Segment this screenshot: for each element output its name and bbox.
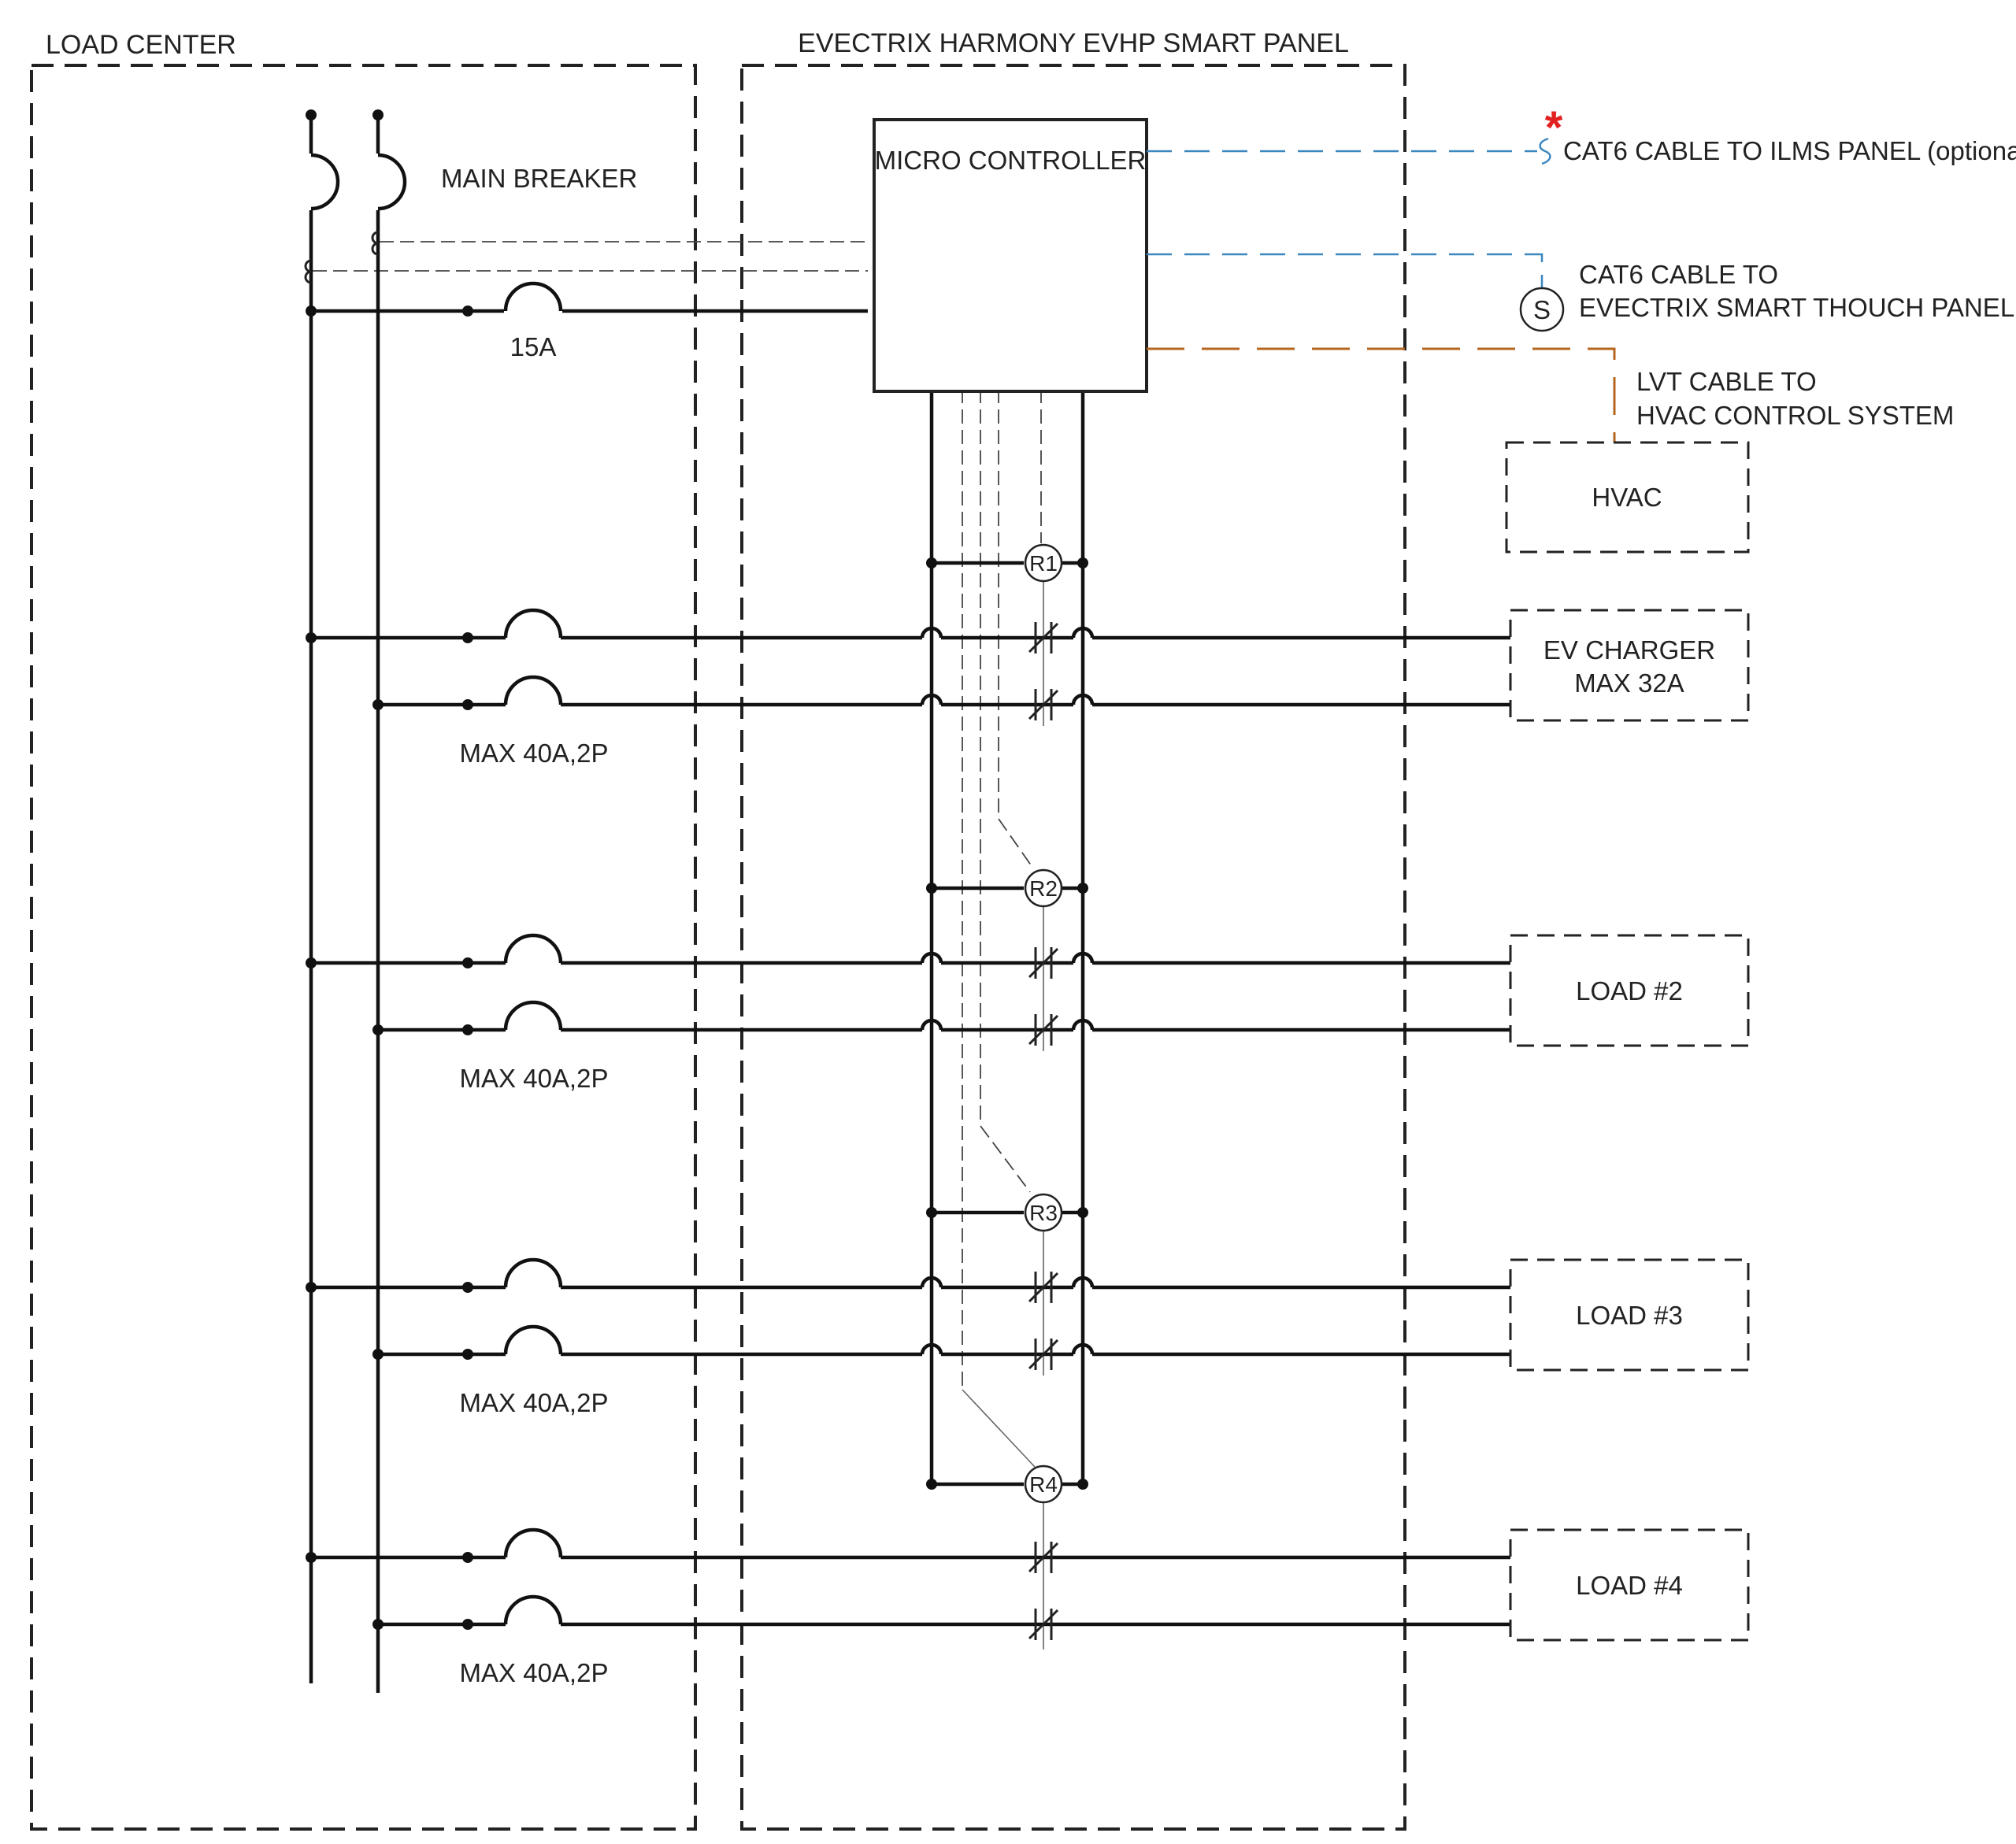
branch-breaker-label: MAX 40A,2P	[460, 1064, 609, 1093]
relay-r1-label: R1	[1029, 551, 1058, 576]
hvac-box: HVAC	[1505, 441, 1750, 554]
breaker-terminal-dot	[462, 1282, 473, 1293]
wire-crossover	[920, 1018, 943, 1031]
breaker-symbol	[503, 1594, 563, 1625]
relay-r2-label: R2	[1029, 876, 1058, 901]
wire-crossover	[920, 951, 943, 964]
cable-break-icon	[1539, 137, 1551, 165]
wire-crossover	[920, 1342, 943, 1355]
relay-contact-icon	[1028, 947, 1059, 979]
wire-crossover	[1071, 1342, 1095, 1355]
relay-r3: R3	[1024, 1193, 1063, 1232]
hvac-cable-line1: LVT CABLE TO	[1636, 367, 1817, 396]
load-box: LOAD #4	[1509, 1528, 1750, 1642]
ilms-cable-label: CAT6 CABLE TO ILMS PANEL (optional)	[1563, 136, 2016, 165]
breaker-terminal-dot	[462, 1552, 473, 1563]
wire-crossover	[920, 1276, 943, 1288]
touch-panel-symbol	[1519, 287, 1565, 332]
branch-breaker-label: MAX 40A,2P	[460, 1388, 609, 1417]
wire-crossover	[1071, 951, 1095, 964]
branch-breaker-label: MAX 40A,2P	[460, 739, 609, 768]
wire-crossover	[1071, 626, 1095, 639]
touch-panel-connection: S CAT6 CABLE TO EVECTRIX SMART THOUCH PA…	[1147, 253, 2014, 332]
breaker-symbol	[503, 1000, 563, 1031]
wire-crossover	[1071, 693, 1095, 705]
relay-r1: R1	[1024, 543, 1063, 583]
main-breaker: MAIN BREAKER	[304, 153, 637, 284]
relay-r3-label: R3	[1029, 1201, 1058, 1225]
touch-panel-symbol-label: S	[1533, 295, 1551, 324]
load-label: LOAD #4	[1576, 1571, 1683, 1600]
wire-crossover	[920, 693, 943, 705]
breaker-symbol	[503, 1527, 563, 1558]
touch-panel-cable-line2: EVECTRIX SMART THOUCH PANEL	[1579, 293, 2014, 322]
hvac-label: HVAC	[1592, 483, 1662, 512]
hvac-connection: LVT CABLE TO HVAC CONTROL SYSTEM	[1147, 347, 1954, 442]
branch-circuit: MAX 40A,2P LOAD #4	[306, 1527, 1750, 1687]
hvac-cable-line2: HVAC CONTROL SYSTEM	[1636, 401, 1954, 430]
load-label: EV CHARGER	[1544, 635, 1715, 665]
breaker-terminal-dot	[462, 1024, 473, 1035]
breaker-symbol	[503, 1257, 563, 1288]
relay-contact-icon	[1028, 1014, 1059, 1046]
breaker-terminal-dot	[462, 699, 473, 710]
ilms-connection: * CAT6 CABLE TO ILMS PANEL (optional)	[1147, 102, 2016, 165]
relay-contact-icon	[1028, 1339, 1059, 1370]
wire-crossover	[920, 626, 943, 639]
wire-crossover	[1071, 1276, 1095, 1288]
breaker-terminal-dot	[462, 1619, 473, 1630]
branch-breaker-label: MAX 40A,2P	[460, 1658, 609, 1687]
branch-circuit: MAX 40A,2P LOAD #3	[306, 1257, 1750, 1417]
relay-r4-label: R4	[1029, 1472, 1058, 1497]
relay-r4: R4	[1024, 1464, 1063, 1504]
breaker-symbol	[503, 933, 563, 964]
relay-r2: R2	[1024, 868, 1063, 908]
micro-controller-label: MICRO CONTROLLER	[875, 146, 1147, 175]
relay-contact-icon	[1028, 1609, 1059, 1640]
main-breaker-label: MAIN BREAKER	[441, 164, 637, 193]
wire-crossover	[1071, 1018, 1095, 1031]
touch-panel-cable-line1: CAT6 CABLE TO	[1579, 260, 1778, 289]
relay-contact-icon	[1028, 622, 1059, 654]
breaker-terminal-dot	[462, 632, 473, 643]
controller-breaker-label: 15A	[510, 332, 557, 361]
breaker-symbol	[503, 608, 563, 639]
load-sublabel: MAX 32A	[1574, 668, 1684, 698]
smart-panel-enclosure: EVECTRIX HARMONY EVHP SMART PANEL	[740, 28, 1406, 1831]
load-center-title: LOAD CENTER	[46, 30, 236, 60]
relay-symbols: R1 R2 R3 R4	[1024, 543, 1063, 1504]
bus-bars	[306, 109, 384, 1693]
micro-controller: MICRO CONTROLLER	[873, 118, 1148, 393]
load-label: LOAD #3	[1576, 1301, 1683, 1330]
sense-lines	[313, 241, 868, 272]
optional-asterisk: *	[1545, 102, 1563, 154]
breaker-symbol	[503, 1324, 563, 1355]
branch-circuit: MAX 40A,2P LOAD #2	[306, 933, 1750, 1093]
controller-feed: 15A	[306, 281, 868, 361]
external-connections: * CAT6 CABLE TO ILMS PANEL (optional) S …	[1147, 102, 2016, 554]
relay-network	[926, 389, 1088, 1650]
load-label: LOAD #2	[1576, 976, 1683, 1005]
relay-contact-icon	[1028, 1272, 1059, 1303]
load-center-enclosure: LOAD CENTER	[30, 30, 697, 1831]
breaker-symbol	[503, 675, 563, 705]
load-box: LOAD #3	[1509, 1258, 1750, 1372]
current-transformer-icon	[304, 231, 379, 284]
breaker-terminal-dot	[462, 957, 473, 968]
relay-contact-icon	[1028, 689, 1059, 720]
load-box: LOAD #2	[1509, 934, 1750, 1047]
relay-contact-icon	[1028, 1542, 1059, 1573]
breaker-terminal-dot	[462, 1349, 473, 1360]
smart-panel-title: EVECTRIX HARMONY EVHP SMART PANEL	[798, 28, 1349, 58]
